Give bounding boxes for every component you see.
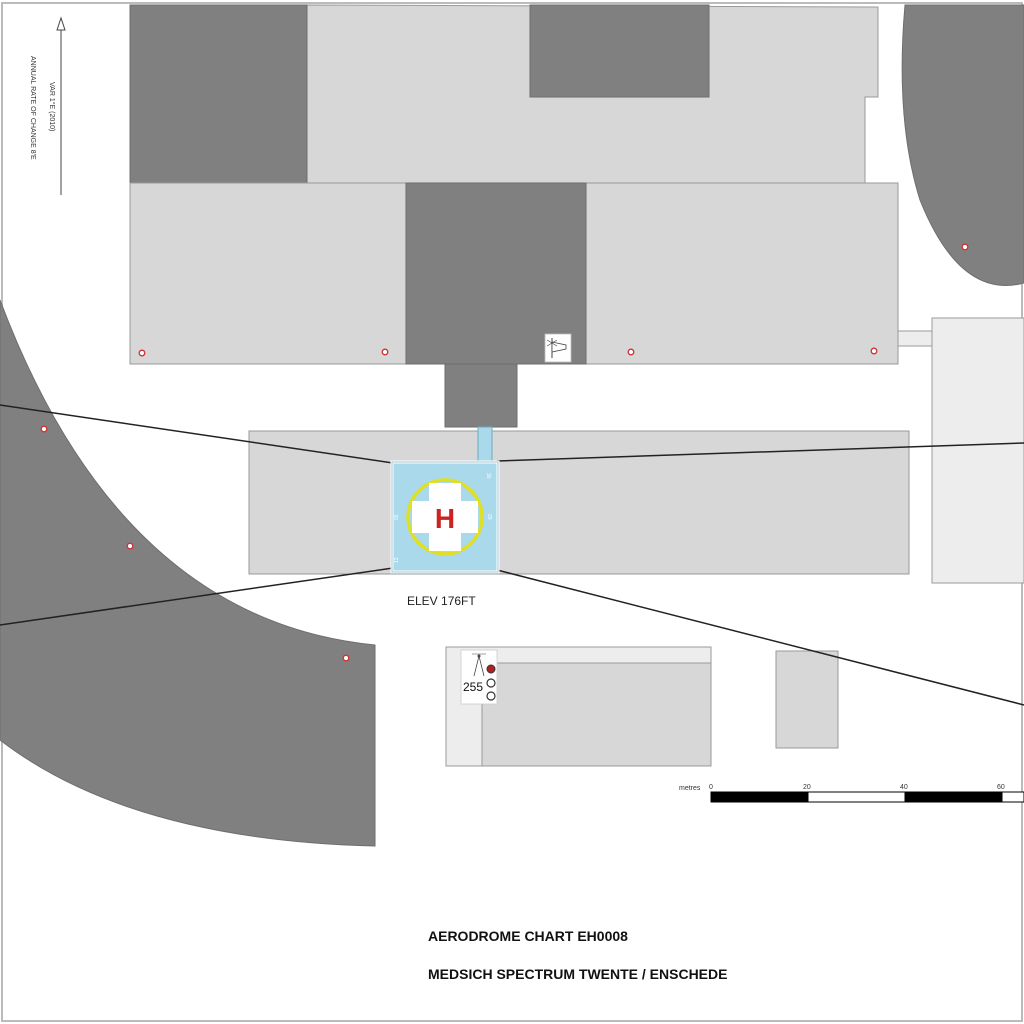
curved-building-left — [0, 299, 376, 847]
chart-title: AERODROME CHART EH0008 — [428, 928, 628, 944]
scale-tick-60: 60 — [997, 784, 1005, 791]
top-building-dark-center — [529, 4, 710, 98]
approach-line-sw — [0, 567, 394, 626]
approach-line-ne — [496, 442, 1024, 462]
obstacle-marker — [381, 348, 389, 356]
helipad-access-ramp — [477, 426, 493, 464]
obstacle-marker — [627, 348, 635, 356]
top-building-dark-left — [129, 4, 308, 184]
helipad-deck-building — [248, 430, 910, 575]
helipad-h-marking: H — [435, 503, 455, 534]
helipad-corner-label-w: 02 — [394, 514, 400, 520]
lower-building-small — [775, 650, 839, 749]
obstacle-marker — [961, 243, 969, 251]
approach-line-nw — [0, 404, 394, 464]
scale-bar — [710, 791, 1024, 803]
lower-building-inner — [481, 662, 712, 767]
chart-location: MEDSICH SPECTRUM TWENTE / ENSCHEDE — [428, 966, 727, 982]
mid-building-right — [585, 182, 899, 365]
obstacle-marker — [138, 349, 146, 357]
scale-unit-label: metres — [679, 785, 701, 792]
connector-block — [444, 363, 518, 428]
helipad-corner-label-sw: 12 — [394, 557, 400, 563]
helipad-corner-label-ne: 30 — [485, 473, 491, 479]
approach-line-se — [496, 569, 1024, 706]
scale-tick-20: 20 — [803, 784, 811, 791]
helipad-elevation-label: ELEV 176FT — [407, 594, 476, 608]
helipad: H 30 20 02 12 — [390, 460, 500, 574]
windsock-icon — [544, 333, 572, 363]
mid-building-left — [129, 182, 407, 365]
obstacle-marker — [870, 347, 878, 355]
north-arrow — [56, 16, 66, 195]
obstacle-marker — [342, 654, 350, 662]
walkway-connector — [897, 330, 933, 347]
helipad-corner-label-e: 20 — [486, 514, 492, 520]
helipad-touchdown-circle — [406, 478, 484, 556]
obstacle-lighted-icon — [460, 649, 498, 705]
scale-tick-40: 40 — [900, 784, 908, 791]
curved-building-right — [901, 4, 1024, 286]
obstacle-marker — [40, 425, 48, 433]
obstacle-markers — [40, 243, 969, 662]
annual-change-text: ANNUAL RATE OF CHANGE 8'E — [29, 56, 36, 160]
obstacle-height-label: 255 — [463, 680, 483, 694]
variation-text: VAR 1°E (2010) — [48, 82, 56, 131]
obstacle-marker — [126, 542, 134, 550]
right-building — [931, 317, 1024, 584]
scale-tick-0: 0 — [709, 784, 713, 791]
